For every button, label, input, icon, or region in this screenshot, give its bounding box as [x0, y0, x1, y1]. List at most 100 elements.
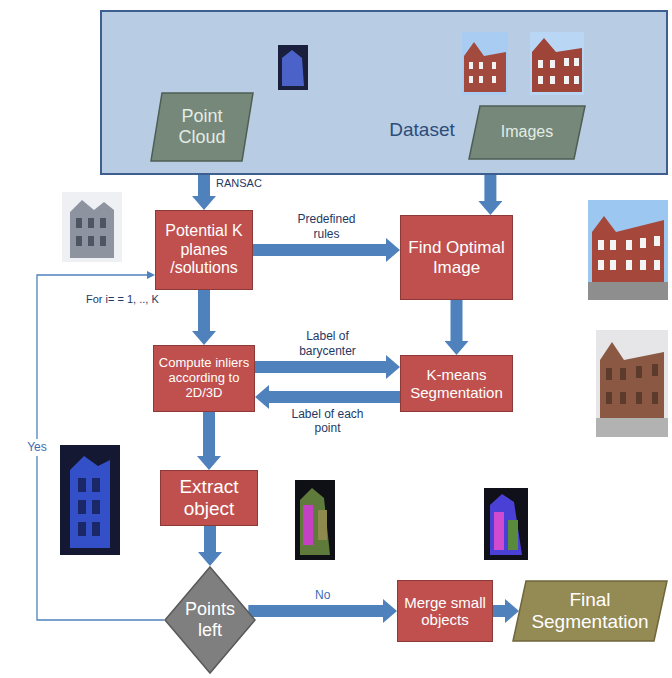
- process-box: K-means Segmentation: [400, 355, 513, 412]
- kmeans-segmented-photo: [606, 368, 612, 380]
- block-arrow: [255, 361, 386, 373]
- segmented-cloud-thumbnail: [300, 488, 330, 555]
- decision-diamond: Points left: [164, 566, 256, 674]
- optimal-image-photo: [626, 240, 632, 250]
- building-photo: [469, 62, 473, 69]
- optimal-image-photo: [610, 240, 616, 250]
- point-cloud-thumbnail: [76, 236, 82, 246]
- building-photo: [492, 76, 496, 83]
- node-label: Compute inliers according to 2D/3D: [157, 356, 251, 401]
- extracted-plane-thumbnail: [78, 500, 86, 514]
- building-photo: [538, 60, 543, 68]
- point-cloud-thumbnail: [100, 236, 106, 246]
- block-arrow: [203, 412, 215, 456]
- edge-label: RANSAC: [216, 177, 262, 190]
- building-photo: [532, 38, 582, 92]
- point-cloud-thumbnail: [100, 218, 106, 228]
- extracted-plane-thumbnail: [78, 522, 86, 536]
- node-label: Extract object: [164, 476, 254, 520]
- extracted-plane-thumbnail: [60, 445, 120, 555]
- parallelogram-outline: [151, 93, 253, 161]
- edge-label: Label of barycenter: [288, 329, 368, 358]
- optimal-image-photo: [588, 200, 668, 300]
- process-box: Find Optimal Image: [400, 215, 513, 300]
- kmeans-segmented-photo: [620, 368, 626, 380]
- parallelogram-outline: [469, 106, 585, 159]
- building-photo: [462, 32, 508, 95]
- segmented-cloud-thumbnail: [494, 512, 504, 550]
- building-photo: [462, 32, 508, 95]
- optimal-image-photo: [592, 216, 664, 282]
- building-photo: [564, 76, 569, 84]
- point-cloud-thumbnail: [62, 192, 122, 262]
- node-label: Points left: [177, 599, 243, 640]
- segmented-cloud-thumbnail: [508, 520, 518, 550]
- block-arrow: [269, 391, 400, 403]
- node-label: Merge small objects: [401, 594, 489, 629]
- node-label: K-means Segmentation: [404, 366, 509, 401]
- point-cloud-thumbnail: [282, 50, 304, 86]
- segmented-cloud-thumbnail: [303, 505, 313, 545]
- dataset-band: DatasetPoint CloudImages: [100, 10, 668, 175]
- building-photo: [564, 58, 569, 66]
- extracted-plane-thumbnail: [78, 478, 86, 492]
- kmeans-segmented-photo: [596, 330, 668, 437]
- segmented-cloud-thumbnail: [484, 488, 528, 560]
- process-box: Extract object: [160, 470, 258, 526]
- process-box: Merge small objects: [397, 580, 493, 642]
- block-arrow: [451, 300, 463, 341]
- parallelogram-outline: [513, 581, 667, 641]
- building-photo: [479, 76, 483, 83]
- point-cloud-thumbnail: [62, 192, 122, 262]
- kmeans-segmented-photo: [606, 392, 612, 404]
- building-photo: [530, 32, 584, 95]
- kmeans-segmented-photo: [620, 392, 626, 404]
- building-photo: [530, 32, 584, 95]
- node-label: Images: [501, 123, 553, 141]
- output-data: Final Segmentation: [512, 580, 668, 642]
- segmented-cloud-thumbnail: [295, 480, 335, 560]
- point-cloud-thumbnail: [76, 218, 82, 228]
- node-label: Final Segmentation: [528, 589, 652, 633]
- point-cloud-thumbnail: [278, 45, 308, 90]
- building-photo: [574, 58, 579, 66]
- optimal-image-photo: [626, 260, 632, 270]
- node-label: Find Optimal Image: [404, 238, 509, 277]
- optimal-image-photo: [588, 200, 668, 300]
- building-photo: [479, 62, 483, 69]
- point-cloud-thumbnail: [278, 45, 308, 90]
- point-cloud-thumbnail: [88, 218, 94, 228]
- optimal-image-photo: [598, 240, 604, 250]
- process-box: Potential K planes /solutions: [155, 210, 253, 290]
- building-photo: [492, 62, 496, 69]
- optimal-image-photo: [610, 260, 616, 270]
- building-photo: [464, 42, 506, 92]
- edge-label: Yes: [25, 439, 49, 455]
- building-photo: [538, 76, 543, 84]
- extracted-plane-thumbnail: [70, 456, 110, 548]
- node-label: Potential K planes /solutions: [159, 222, 249, 277]
- edge-label: Label of each point: [288, 407, 368, 436]
- optimal-image-photo: [588, 282, 668, 300]
- building-photo: [550, 60, 555, 68]
- segmented-cloud-thumbnail: [490, 494, 522, 555]
- optimal-image-photo: [640, 260, 646, 270]
- block-arrow: [253, 244, 386, 256]
- optimal-image-photo: [654, 236, 660, 246]
- segmented-cloud-thumbnail: [318, 510, 327, 540]
- edge-label: No: [315, 588, 330, 602]
- node-label: Point Cloud: [164, 106, 240, 147]
- block-arrow: [248, 605, 383, 617]
- optimal-image-photo: [640, 238, 646, 248]
- optimal-image-photo: [654, 260, 660, 270]
- point-cloud-thumbnail: [88, 236, 94, 246]
- block-arrow: [493, 605, 505, 617]
- kmeans-segmented-photo: [636, 366, 642, 378]
- building-photo: [469, 76, 473, 83]
- kmeans-segmented-photo: [596, 330, 668, 437]
- point-cloud-thumbnail: [70, 200, 114, 258]
- extracted-plane-thumbnail: [60, 445, 120, 555]
- edge-label: Predefined rules: [287, 212, 367, 241]
- building-photo: [574, 76, 579, 84]
- loop-arrow: [37, 275, 164, 620]
